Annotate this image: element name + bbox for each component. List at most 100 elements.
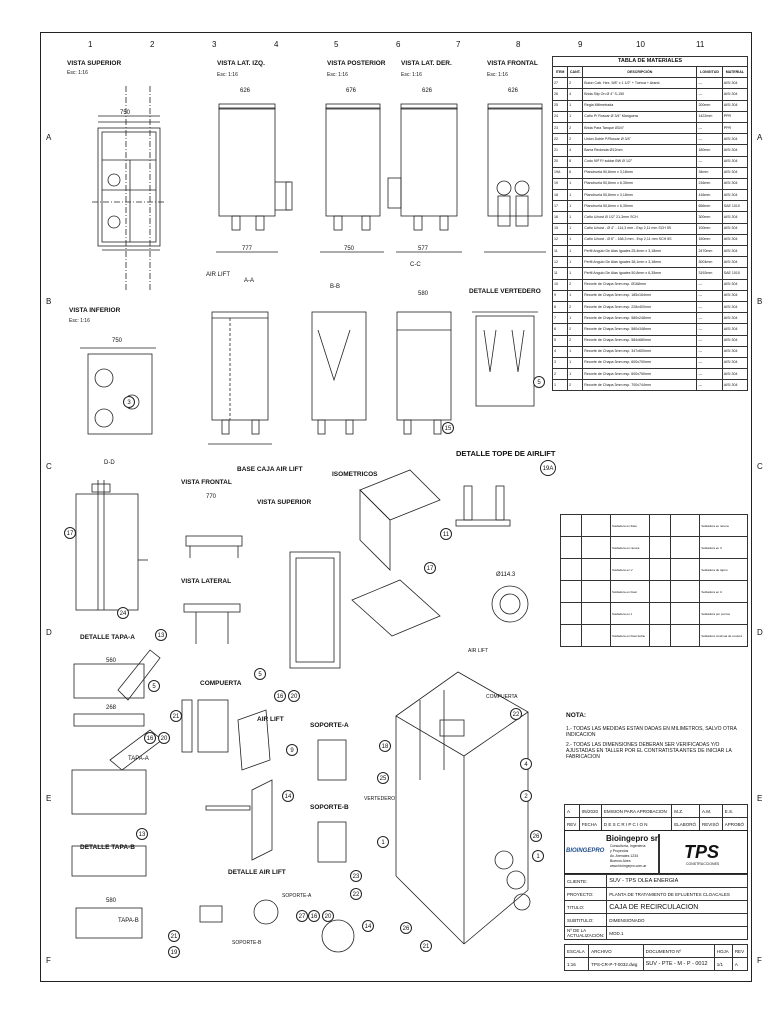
vista-lateral-title: VISTA LATERAL [181, 578, 232, 585]
rev-row-aprob: E.S. [721, 804, 749, 818]
vista-posterior-scale: Esc: 1:16 [327, 72, 348, 78]
materials-cell: Recorte de Chapa 3mm esp. 580x348mm [582, 323, 698, 336]
section-cc-label: C-C [410, 262, 421, 268]
materials-cell: 2 [567, 323, 584, 336]
hoja-label: Nº DE LA ACTUALIZACIÓN: [563, 926, 608, 940]
weld-5a: Soldadura en J [609, 602, 651, 625]
materials-cell: — [696, 368, 723, 381]
balloon-2: 2 [520, 790, 532, 802]
materials-cell: 1 [567, 267, 584, 280]
materials-cell: 6 [567, 166, 584, 179]
weld-4a: Soldadura en bisel [609, 580, 651, 603]
materials-cell: 1 [567, 200, 584, 213]
zone-row-c: C [46, 462, 52, 471]
materials-cell: AISI 304 [721, 222, 749, 235]
materials-cell: Planchuela 50,8mm x 6,35mm [582, 177, 698, 191]
zone-col-6: 6 [396, 40, 401, 49]
materials-cell: — [696, 300, 723, 314]
tapa-b-label: TAPA-B [118, 918, 139, 924]
materials-cell: 8 [567, 155, 584, 168]
materials-cell: 1 [567, 211, 584, 224]
weld-3b: Soldadura de tapón [699, 558, 748, 581]
materials-header-cant: CANT. [567, 65, 584, 79]
dim-580: 580 [418, 291, 429, 297]
dim-750b: 750 [344, 246, 355, 252]
note-2: 2.- TODAS LAS DIMENSIONES DEBERAN SER VE… [566, 742, 732, 760]
detalle-air-lift-title: DETALLE AIR LIFT [228, 869, 286, 876]
materials-cell: AISI 304 [721, 99, 749, 112]
balloon-21: 21 [170, 710, 182, 722]
project-table: CLIENTE:SUV - TPS OLEA ENERGIA PROYECTO:… [563, 874, 748, 940]
materials-cell: AISI 304 [721, 189, 749, 202]
vista-lat-der-title: VISTA LAT. DER. [401, 60, 452, 67]
materials-cell: 1 [551, 379, 569, 392]
zone-row-e: E [46, 794, 52, 803]
materials-cell: 17 [551, 200, 569, 213]
materials-cell: 2470mm [696, 244, 723, 258]
materials-cell: 416mm [696, 189, 723, 202]
balloon-25: 25 [377, 772, 389, 784]
materials-cell: AISI 304 [721, 155, 749, 168]
balloon-13: 13 [155, 629, 167, 641]
materials-cell: Perfil Angulo De Alas Iguales 38,1mm x 3… [582, 256, 698, 269]
materials-cell: 1 [567, 289, 584, 302]
materials-cell: 2 [567, 121, 584, 135]
materials-cell: Perfil Angulo De Alas Iguales 25,4mm x 3… [582, 244, 698, 258]
materials-cell: — [696, 88, 723, 101]
dim-700: 770 [206, 494, 217, 500]
vista-lat-izq-scale: Esc: 1:16 [217, 72, 238, 78]
zone-col-7: 7 [456, 40, 461, 49]
materials-cell: Codo 90º P/ soldar BW Ø 1/2" [582, 155, 698, 168]
balloon-1b: 1 [532, 850, 544, 862]
proyecto-label: PROYECTO: [563, 887, 608, 901]
detalle-tapa-a-title: DETALLE TAPA-A [80, 634, 135, 641]
materials-header-long: LONGITUD [696, 65, 723, 79]
balloon-5b: 5 [148, 680, 160, 692]
weld-1b: Soldadura en ranura [699, 514, 748, 537]
documento-value: SUV - PTE - M - P - 0012 [642, 957, 715, 971]
materials-cell: Union Doble P/Roscar Ø 3/4" [582, 133, 698, 146]
materials-cell: 27 [551, 77, 569, 90]
materials-cell: 19A [551, 166, 569, 179]
materials-cell: 18 [551, 189, 569, 202]
compuerta-iso-label: COMPUERTA [486, 694, 518, 700]
materials-cell: 300mm [696, 211, 723, 224]
zone-col-2: 2 [150, 40, 155, 49]
balloon-11: 11 [440, 528, 452, 540]
zone-row-a-right: A [757, 133, 763, 142]
rev-header-fecha: FECHA [578, 817, 602, 831]
materials-cell: Brida Slip On Ø 4" S-150 [582, 88, 698, 101]
titulo-label: TITULO: [563, 900, 608, 914]
materials-cell: — [696, 356, 723, 370]
zone-row-d-right: D [757, 628, 763, 637]
materials-cell: 1 [567, 189, 584, 202]
materials-cell: — [696, 312, 723, 325]
materials-cell: 34mm [696, 166, 723, 179]
materials-cell: AISI 304 [721, 77, 749, 90]
company-divider [658, 834, 660, 874]
materials-cell: — [696, 379, 723, 392]
balloon-3: 3 [123, 396, 135, 408]
zone-col-5: 5 [334, 40, 339, 49]
materials-cell: Perfil Angulo De Alas Iguales 50,8mm x 6… [582, 267, 698, 280]
balloon-4: 4 [520, 758, 532, 770]
dim-tapa-a-560: 560 [106, 658, 117, 664]
hoja2-label: HOJA [713, 944, 733, 958]
dim-777: 777 [242, 246, 253, 252]
materials-cell: — [696, 77, 723, 90]
materials-cell: 1 [567, 312, 584, 325]
zone-row-b-right: B [757, 297, 763, 306]
materials-cell: 20 [551, 155, 569, 168]
subtitulo-label: SUBTITULO: [563, 913, 608, 927]
